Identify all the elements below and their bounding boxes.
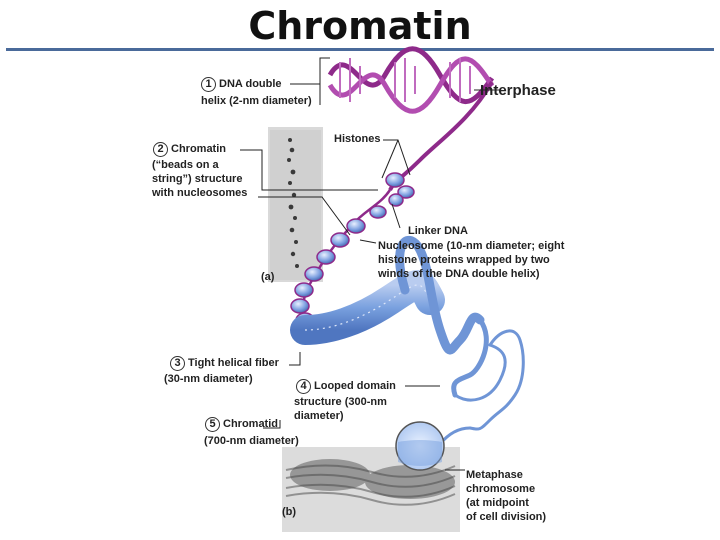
- micrograph-a: [268, 127, 323, 282]
- step-number-2: 2: [153, 142, 168, 157]
- label-nucleosome-line-3: winds of the DNA double helix): [378, 268, 540, 280]
- leader-lines: [240, 57, 500, 471]
- label-beads-line-3: with nucleosomes: [152, 187, 248, 199]
- solenoid-fiber: [290, 270, 445, 345]
- label-linker-dna: Linker DNA: [408, 225, 468, 237]
- label-metaphase-line-4: of cell division): [466, 511, 547, 523]
- step-number-1: 1: [201, 77, 216, 92]
- label-looped-line-2: structure (300-nm: [294, 396, 387, 408]
- label-beads-line-2: string”) structure: [152, 173, 243, 185]
- step-number-3: 3: [170, 356, 185, 371]
- label-metaphase-line-1: Metaphase: [466, 469, 523, 481]
- label-nucleosome-line-1: Nucleosome (10-nm diameter; eight: [378, 240, 565, 252]
- dna-double-helix: [327, 46, 495, 191]
- step-number-4: 4: [296, 379, 311, 394]
- label-tight-helical-diameter: (30-nm diameter): [164, 373, 253, 385]
- label-beads-line-1: (“beads on a: [152, 159, 219, 171]
- label-nucleosome-line-2: histone proteins wrapped by two: [378, 254, 550, 266]
- label-dna-diameter: helix (2-nm diameter): [201, 95, 312, 107]
- label-panel-a: (a): [261, 271, 275, 283]
- page-title: Chromatin: [248, 4, 472, 48]
- label-histones: Histones: [334, 133, 381, 145]
- looped-domain: [395, 235, 525, 446]
- label-panel-b: (b): [282, 506, 297, 518]
- step-number-5: 5: [205, 417, 220, 432]
- title-divider: [6, 48, 714, 51]
- label-interphase: Interphase: [480, 82, 556, 99]
- label-metaphase-line-2: chromosome: [466, 483, 536, 495]
- label-looped-line-3: diameter): [294, 410, 344, 422]
- label-chromatid-diameter: (700-nm diameter): [204, 435, 299, 447]
- label-metaphase-line-3: (at midpoint: [466, 497, 529, 509]
- metaphase-circle: [395, 421, 445, 471]
